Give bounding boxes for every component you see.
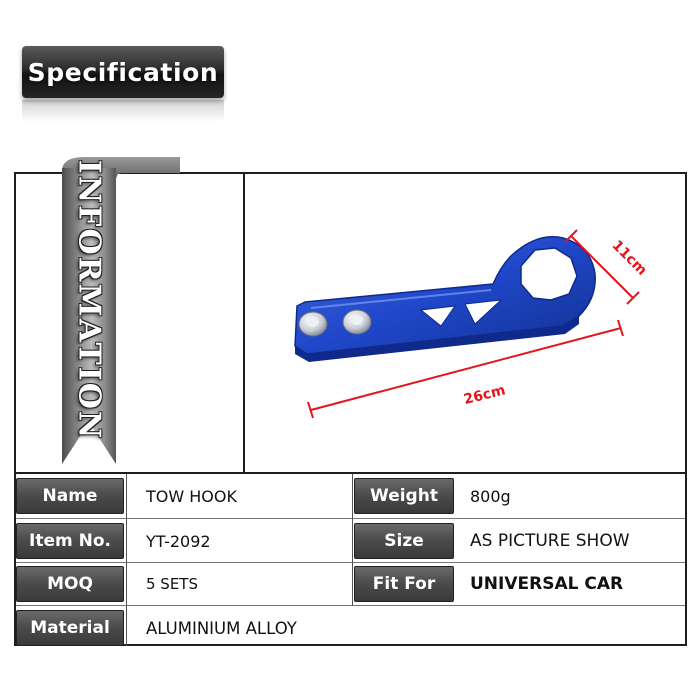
info-frame bbox=[14, 172, 687, 646]
column-divider bbox=[352, 474, 353, 606]
moq-label: MOQ bbox=[16, 566, 124, 602]
column-divider bbox=[126, 474, 127, 646]
name-value: TOW HOOK bbox=[146, 486, 237, 506]
frame-vertical-divider bbox=[243, 172, 245, 474]
row-divider bbox=[16, 562, 685, 563]
length-dimension-label: 26cm bbox=[462, 382, 507, 408]
badge-reflection bbox=[22, 100, 224, 122]
material-value: ALUMINIUM ALLOY bbox=[146, 618, 297, 638]
bolt-icon bbox=[342, 309, 372, 335]
fit-for-value: UNIVERSAL CAR bbox=[470, 574, 624, 594]
item-no-value: YT-2092 bbox=[146, 531, 211, 551]
dimension-arrow bbox=[307, 319, 624, 419]
height-dimension-label: 11cm bbox=[609, 237, 650, 278]
name-label: Name bbox=[16, 478, 124, 514]
table-row: Item No. YT-2092 Size AS PICTURE SHOW bbox=[16, 519, 685, 559]
size-label: Size bbox=[354, 523, 454, 559]
item-no-label: Item No. bbox=[16, 523, 124, 559]
weight-label: Weight bbox=[354, 478, 454, 514]
fit-for-label: Fit For bbox=[354, 566, 454, 602]
information-ribbon bbox=[62, 168, 116, 464]
row-divider bbox=[16, 518, 685, 519]
material-label: Material bbox=[16, 610, 124, 646]
table-row: Material ALUMINIUM ALLOY bbox=[16, 606, 685, 646]
table-row: MOQ 5 SETS Fit For UNIVERSAL CAR bbox=[16, 562, 685, 602]
tow-hook-illustration: 11cm 26cm bbox=[294, 229, 650, 419]
information-ribbon-text: INFORMATION bbox=[71, 159, 107, 441]
dimension-arrow bbox=[564, 229, 640, 305]
frame-horizontal-divider bbox=[14, 472, 687, 474]
size-value: AS PICTURE SHOW bbox=[470, 531, 630, 551]
specification-title: Specification bbox=[27, 57, 219, 87]
table-row: Name TOW HOOK Weight 800g bbox=[16, 474, 685, 514]
specification-badge: Specification bbox=[22, 46, 224, 98]
weight-value: 800g bbox=[470, 486, 511, 506]
bolt-icon bbox=[298, 311, 328, 337]
row-divider bbox=[16, 605, 685, 606]
tow-hook-body bbox=[294, 236, 596, 362]
moq-value: 5 SETS bbox=[146, 575, 198, 593]
